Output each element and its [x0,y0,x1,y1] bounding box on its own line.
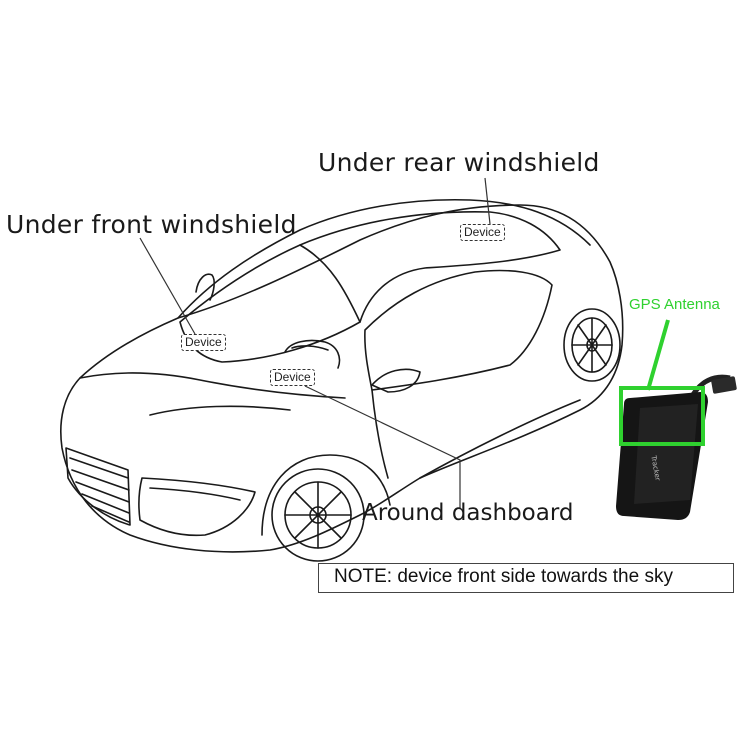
label-around-dashboard: Around dashboard [362,500,574,526]
hood-line [79,372,346,399]
gps-tracker-device: Tracker [616,374,737,520]
door-line [371,389,389,479]
headlight [138,477,256,537]
note-box [318,563,734,593]
roof-antenna [195,273,215,301]
gps-antenna-highlight-box [619,386,705,446]
steering-wheel [284,339,341,369]
side-mirror [371,368,421,393]
leader-front [139,237,196,335]
device-tag-dashboard: Device [270,369,315,386]
rear-wheel [563,308,621,382]
car-body-outline [60,204,624,553]
leader-rear [484,177,491,225]
hood-crease [149,405,291,416]
label-gps-antenna: GPS Antenna [629,296,720,313]
front-wheel [271,468,365,562]
front-grille [65,447,131,526]
rear-windshield [299,210,561,323]
car-roof [177,198,591,319]
device-tag-front: Device [181,334,226,351]
leader-dash [304,385,461,508]
device-tag-rear: Device [460,224,505,241]
gps-antenna-leader [646,319,670,391]
label-under-front-windshield: Under front windshield [6,210,297,239]
side-crease [419,399,581,479]
note-text: NOTE: device front side towards the sky [334,566,673,587]
label-under-rear-windshield: Under rear windshield [318,148,600,177]
